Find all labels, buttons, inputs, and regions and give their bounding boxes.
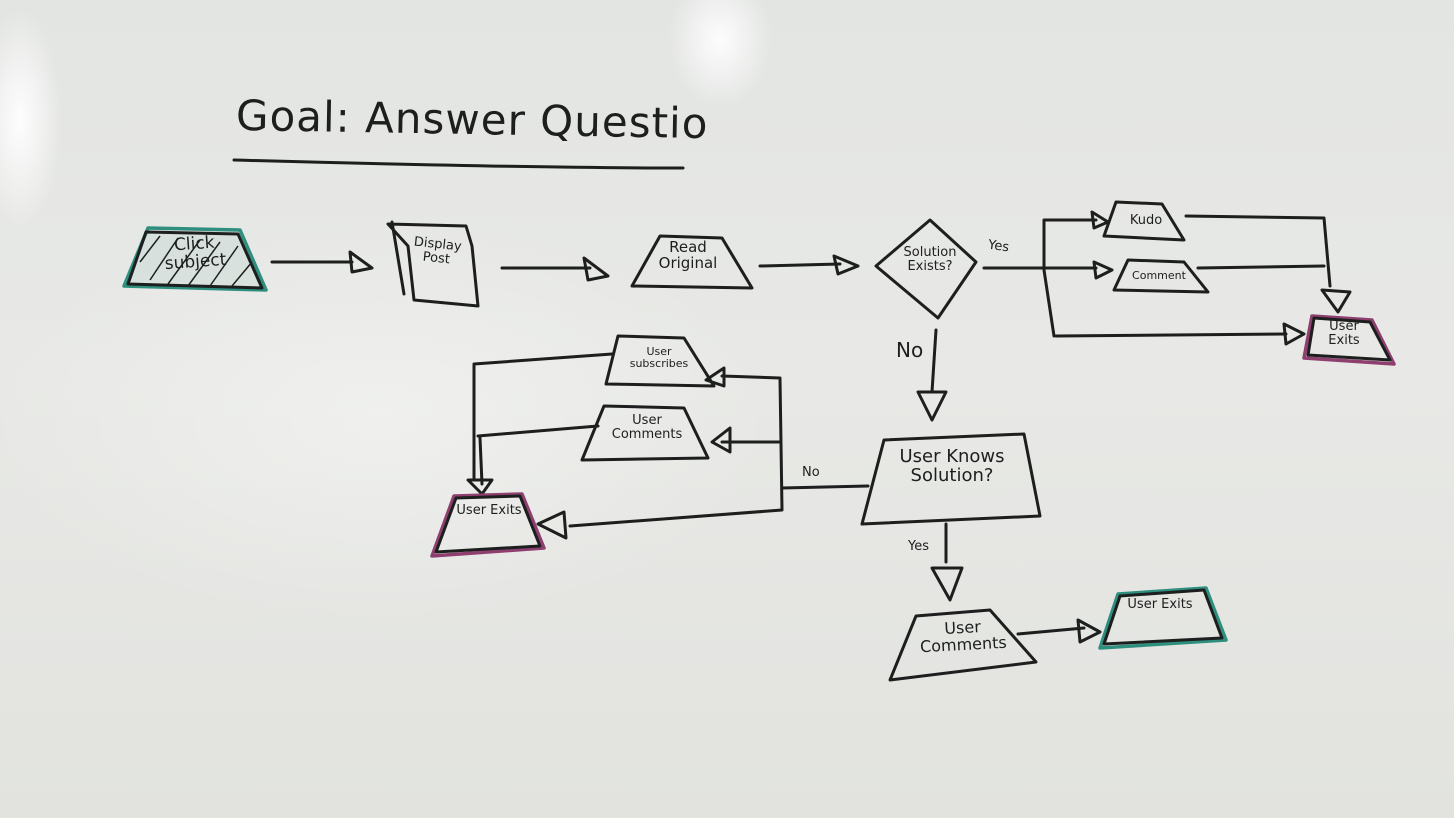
user-exits-bottom-shape: [1098, 586, 1228, 650]
arrowhead-kudo: [1090, 210, 1110, 230]
user-exits-bottom-label: User Exits: [1127, 597, 1193, 612]
user-comments-mid-label: User Comments: [611, 413, 683, 442]
arrowhead-comment: [1092, 260, 1114, 280]
comment-label: Comment: [1132, 269, 1186, 282]
arrowhead-display: [348, 250, 374, 274]
solution-exists-diamond: [874, 218, 978, 320]
user-comments-bottom-label: User Comments: [919, 617, 1008, 657]
edge-label-yes-top: Yes: [987, 237, 1010, 256]
user-exits-left-shape: [430, 492, 546, 558]
arrowhead-exit-left-top: [466, 478, 494, 496]
arrowhead-comments-mid: [710, 426, 732, 454]
user-comments-bottom-shape: [888, 608, 1038, 682]
user-subscribes-label: User subscribes: [629, 345, 689, 370]
read-original-shape: [630, 234, 754, 290]
arrowhead-exit-top: [1320, 288, 1352, 314]
yes-branch-line: [982, 218, 1288, 338]
loop-lines-left: [472, 352, 614, 486]
arrow-comments-to-exit: [1016, 626, 1086, 636]
page-title: Goal: Answer Questio: [235, 90, 709, 149]
edge-label-no-down: No: [896, 338, 924, 362]
click-subject-shape: [122, 226, 268, 292]
no-branch-left-line: [568, 374, 870, 528]
title-underline: [232, 158, 685, 170]
click-subject-label: Click subject: [164, 232, 227, 274]
user-exits-top-label: User Exits: [1328, 319, 1360, 348]
user-subscribes-shape: [604, 334, 716, 388]
arrowhead-exit-bottom: [1076, 618, 1102, 644]
kudo-shape: [1102, 200, 1186, 242]
user-knows-solution-label: User Knows Solution?: [899, 446, 1005, 486]
arrowhead-user-knows: [916, 390, 948, 422]
user-exits-left-label: User Exits: [456, 503, 522, 518]
arrowhead-solution: [832, 254, 860, 276]
user-exits-top-shape: [1302, 314, 1396, 366]
user-knows-solution-shape: [860, 432, 1042, 526]
arrowhead-exit-left: [536, 510, 568, 540]
arrowhead-subscribes: [704, 366, 726, 388]
no-branch-down-line: [930, 328, 938, 394]
kudo-to-exit-line: [1184, 214, 1332, 288]
display-post-shape: [386, 220, 480, 308]
comment-shape: [1112, 258, 1210, 294]
edge-label-yes-down: Yes: [908, 539, 929, 554]
comment-to-exit-line: [1196, 264, 1326, 270]
user-comments-mid-shape: [580, 404, 710, 462]
arrowhead-comments-bottom: [930, 566, 964, 602]
arrowhead-read: [582, 256, 610, 282]
solution-exists-label: Solution Exists?: [903, 245, 957, 274]
arrow-read-to-solution: [758, 262, 842, 268]
arrowhead-exit-top-left: [1282, 322, 1306, 346]
edge-label-no-left: No: [802, 465, 820, 480]
read-original-label: Read Original: [658, 238, 718, 272]
kudo-label: Kudo: [1129, 213, 1163, 228]
